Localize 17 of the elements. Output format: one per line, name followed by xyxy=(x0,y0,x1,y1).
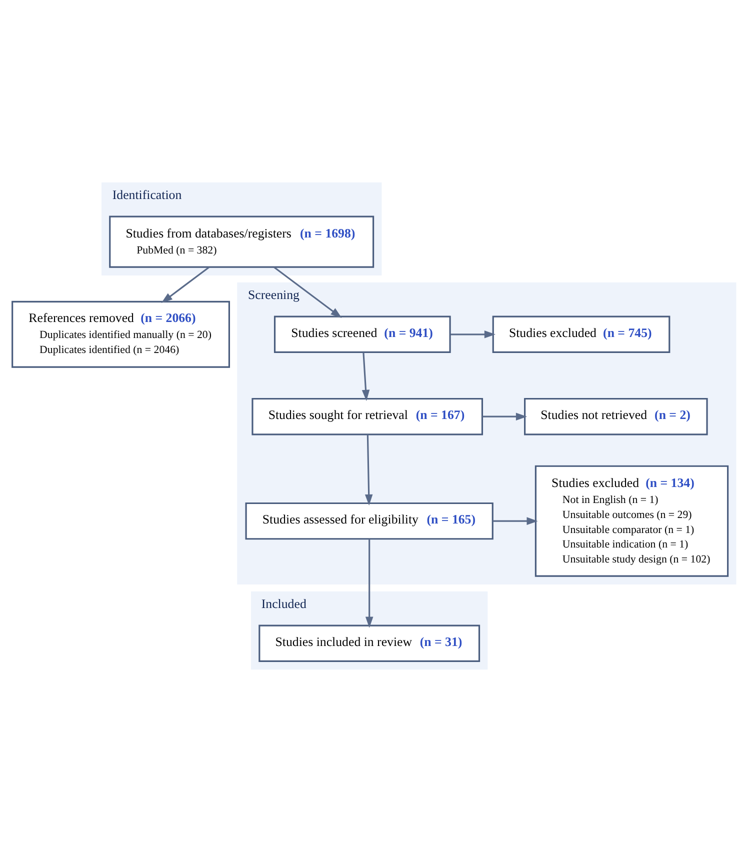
node-box: Studies excluded (n = 134) Not in English (n = 1) Unsuitable outcomes (n = 29) Unsuitable comparator (n = 1) Unsuitable indication (n = 1) Unsuitable study design (n = 102) xyxy=(534,465,729,577)
node-box: Studies sought for retrieval (n = 167) xyxy=(252,398,484,436)
node-box: Studies from databases/registers (n = 1698) PubMed (n = 382) xyxy=(109,216,374,268)
arrow xyxy=(364,434,373,506)
node-box: Studies screened (n = 941) xyxy=(274,316,451,354)
arrow xyxy=(365,539,374,628)
arrow xyxy=(362,352,370,402)
node-box: Studies not retrieved (n = 2) xyxy=(524,398,708,436)
node-box: Studies included in review (n = 31) xyxy=(258,624,480,662)
arrow xyxy=(273,266,342,318)
arrow xyxy=(482,412,528,420)
node-box: References removed (n = 2066) Duplicates identified manually (n = 20) Duplicates identified (n = 2046) xyxy=(12,300,230,368)
node-box: Studies assessed for eligibility (n = 165) xyxy=(245,502,494,540)
arrow xyxy=(161,266,210,303)
node-box: Studies excluded (n = 745) xyxy=(492,316,670,354)
arrow xyxy=(492,517,538,525)
arrow xyxy=(450,330,496,338)
